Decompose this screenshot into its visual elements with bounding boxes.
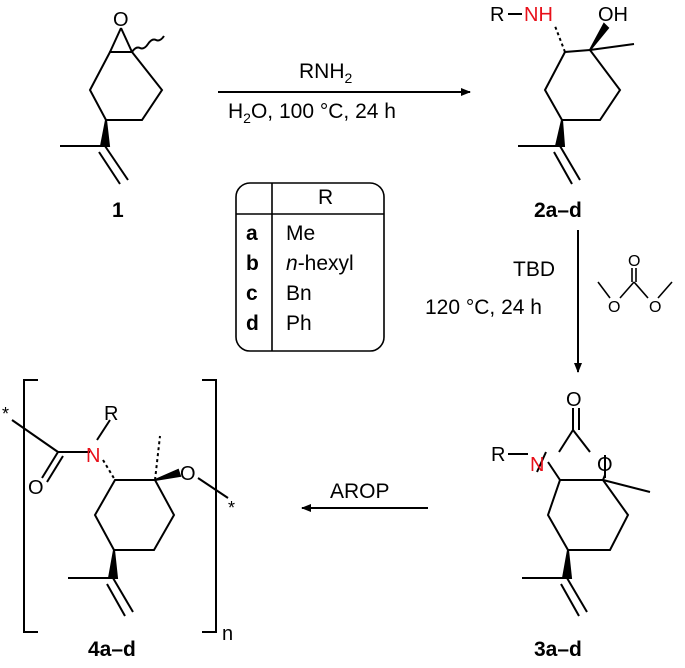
polymer-end-star-right: *: [228, 498, 235, 518]
compound-4-structure: [11, 379, 229, 633]
reagent-rnh2: RNH2: [299, 60, 353, 87]
compound-2-r-group: R: [490, 4, 504, 26]
compound-3-n: N: [530, 454, 544, 476]
compound-2-oh: OH: [598, 4, 628, 26]
table-row-value: Me: [286, 222, 316, 245]
table-row-value: Ph: [286, 312, 312, 335]
compound-4-label: 4a–d: [88, 638, 136, 661]
carbonate-o-left: O: [608, 299, 620, 316]
carbonate-o-top: O: [628, 253, 640, 270]
polymer-n: N: [86, 445, 100, 467]
compound-2-nh: NH: [524, 4, 553, 26]
compound-1-structure: [60, 27, 165, 185]
compound-2-structure: [508, 13, 635, 185]
compound-3-carbonyl-o: O: [566, 389, 582, 411]
table-header-r: R: [318, 186, 334, 209]
table-row-key: c: [246, 282, 258, 305]
compound-1-label: 1: [112, 199, 124, 222]
epoxide-oxygen: O: [113, 9, 129, 31]
compound-3-r-group: R: [491, 444, 505, 466]
table-row-value: Bn: [286, 282, 312, 305]
substituent-table-frame: [235, 182, 385, 352]
polymer-ether-o: O: [180, 463, 196, 485]
carbonate-o-right: O: [649, 299, 661, 316]
compound-2-label: 2a–d: [534, 199, 582, 222]
arop-label: AROP: [330, 480, 390, 503]
compound-3-label: 3a–d: [534, 638, 582, 661]
polymer-repeat-n: n: [222, 623, 233, 645]
compound-3-ring-o: O: [597, 454, 613, 476]
polymer-r-group: R: [104, 403, 118, 425]
catalyst-tbd: TBD: [513, 258, 555, 281]
conditions-step2: 120 °C, 24 h: [425, 296, 542, 319]
table-row-key: a: [246, 222, 258, 245]
compound-3-structure: [508, 408, 651, 617]
table-row-key: b: [246, 252, 259, 275]
polymer-carbonyl-o: O: [28, 477, 44, 499]
table-row-key: d: [246, 312, 259, 335]
polymer-end-star-left: *: [2, 404, 9, 424]
dimethyl-carbonate-structure: [597, 268, 673, 299]
conditions-step1: H2O, 100 °C, 24 h: [228, 100, 396, 127]
table-row-value: n-hexyl: [286, 252, 354, 275]
